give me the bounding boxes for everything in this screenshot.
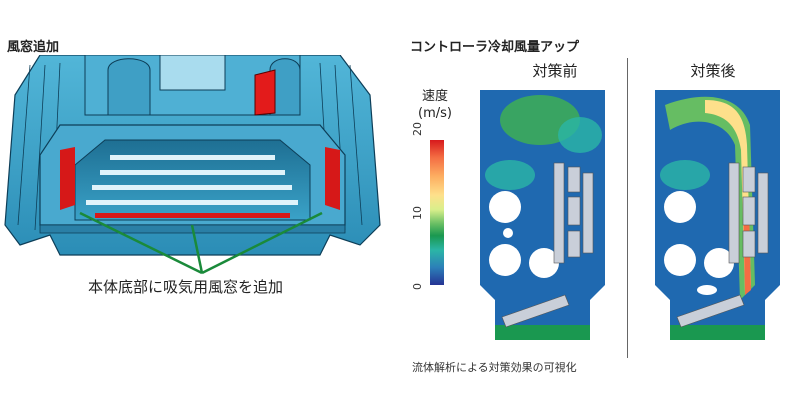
colorbar-tick-10: 10: [411, 206, 424, 220]
colorbar-title-line1: 速度: [421, 89, 448, 104]
right-caption: 流体解析による対策効果の可視化: [412, 361, 577, 374]
panel-divider: [627, 58, 628, 358]
left-callout: 本体底部に吸気用風窓を追加: [88, 278, 284, 296]
before-label: 対策前: [532, 62, 578, 80]
colorbar-tick-20: 20: [411, 122, 424, 136]
after-label: 対策後: [690, 62, 736, 80]
colorbar-tick-0: 0: [411, 283, 424, 290]
colorbar-title: 速度 (m/s): [412, 88, 458, 122]
red-part: [254, 69, 276, 116]
simulation-before: [480, 90, 605, 340]
enclosure-render: [4, 55, 381, 275]
left-title: 風窓追加: [7, 40, 60, 55]
colorbar-title-line2: (m/s): [418, 106, 452, 121]
colorbar: [430, 140, 444, 285]
right-title: コントローラ冷却風量アップ: [410, 40, 580, 55]
simulation-after: [655, 90, 780, 340]
